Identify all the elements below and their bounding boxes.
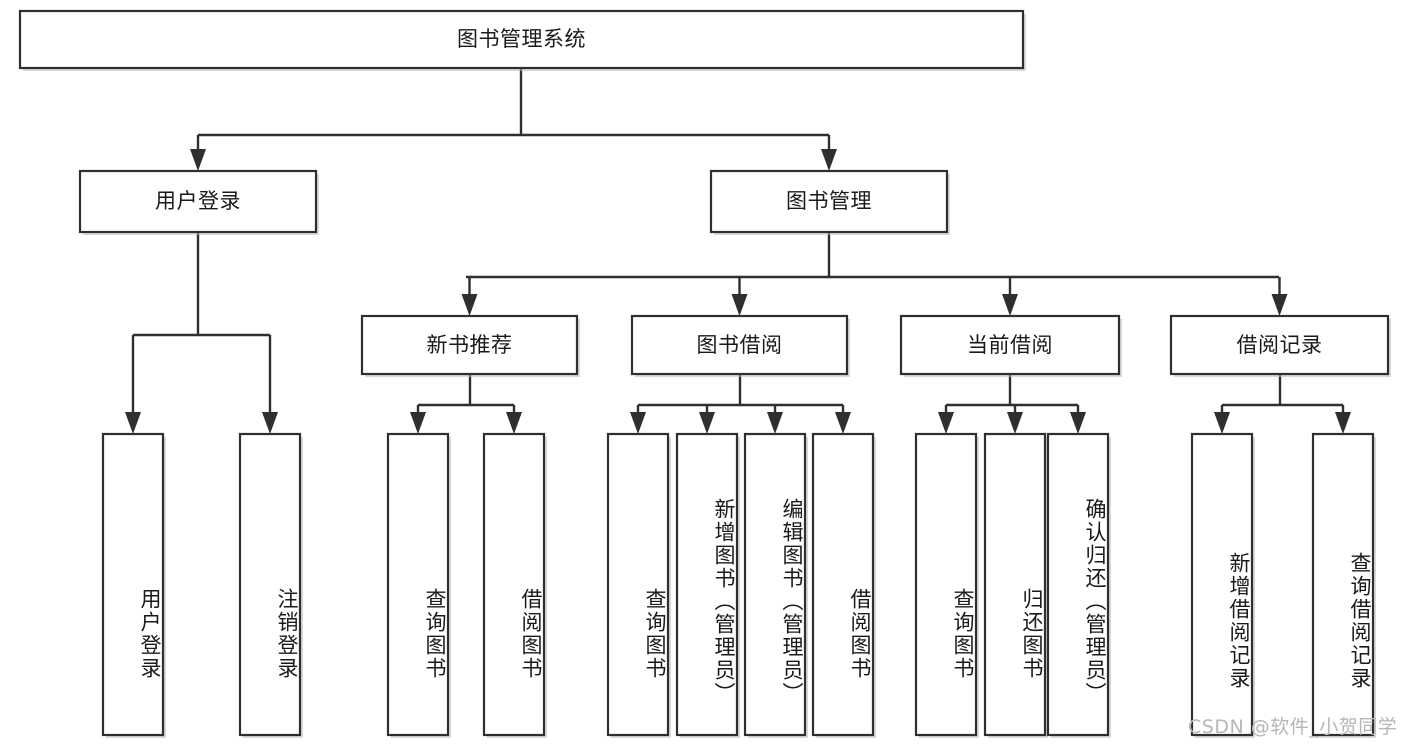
arrow-leaf_cb_query [938, 412, 954, 434]
node-box-leaf_br_add[interactable] [1190, 432, 1254, 737]
arrow-leaf_cb_confirm [1070, 412, 1086, 434]
node-box-root[interactable] [18, 9, 1025, 70]
node-box-new_book_rec[interactable] [360, 314, 579, 376]
arrow-book_borrow [731, 294, 748, 316]
arrow-leaf_nbr_borrow [506, 412, 522, 434]
node-box-leaf_user_logout[interactable] [238, 432, 302, 737]
node-box-leaf_cb_query[interactable] [914, 432, 978, 737]
arrow-leaf_bb_edit [767, 412, 783, 434]
node-box-leaf_user_login[interactable] [101, 432, 165, 737]
node-box-book_manage[interactable] [709, 169, 949, 234]
arrow-leaf_user_logout [262, 412, 278, 434]
arrow-leaf_br_query [1335, 412, 1351, 434]
arrow-borrow_record [1271, 294, 1288, 316]
arrow-leaf_user_login [125, 412, 141, 434]
arrow-leaf_nbr_query [410, 412, 426, 434]
nodes-layer [18, 9, 1391, 738]
node-box-leaf_nbr_query[interactable] [386, 432, 450, 737]
arrow-leaf_bb_query [630, 412, 646, 434]
node-box-leaf_nbr_borrow[interactable] [482, 432, 546, 737]
node-box-leaf_br_query[interactable] [1311, 432, 1375, 737]
node-box-leaf_cb_confirm[interactable] [1046, 432, 1110, 737]
arrow-new_book_rec [461, 294, 478, 316]
arrow-leaf_bb_add [699, 412, 715, 434]
node-box-book_borrow[interactable] [630, 314, 849, 376]
arrow-user_login [190, 149, 206, 171]
node-box-user_login[interactable] [78, 169, 318, 234]
node-box-leaf_bb_query[interactable] [606, 432, 670, 737]
node-box-leaf_bb_edit[interactable] [743, 432, 807, 737]
node-box-leaf_bb_borrow[interactable] [811, 432, 875, 737]
edges-layer [125, 68, 1351, 434]
arrow-leaf_bb_borrow [835, 412, 851, 434]
arrow-book_manage [821, 149, 837, 171]
node-box-borrow_record[interactable] [1169, 314, 1390, 376]
arrow-leaf_br_add [1214, 412, 1230, 434]
node-box-leaf_bb_add[interactable] [675, 432, 739, 737]
node-box-current_borrow[interactable] [899, 314, 1121, 376]
arrow-current_borrow [1002, 294, 1018, 316]
node-box-leaf_cb_return[interactable] [983, 432, 1047, 737]
arrow-leaf_cb_return [1007, 412, 1023, 434]
